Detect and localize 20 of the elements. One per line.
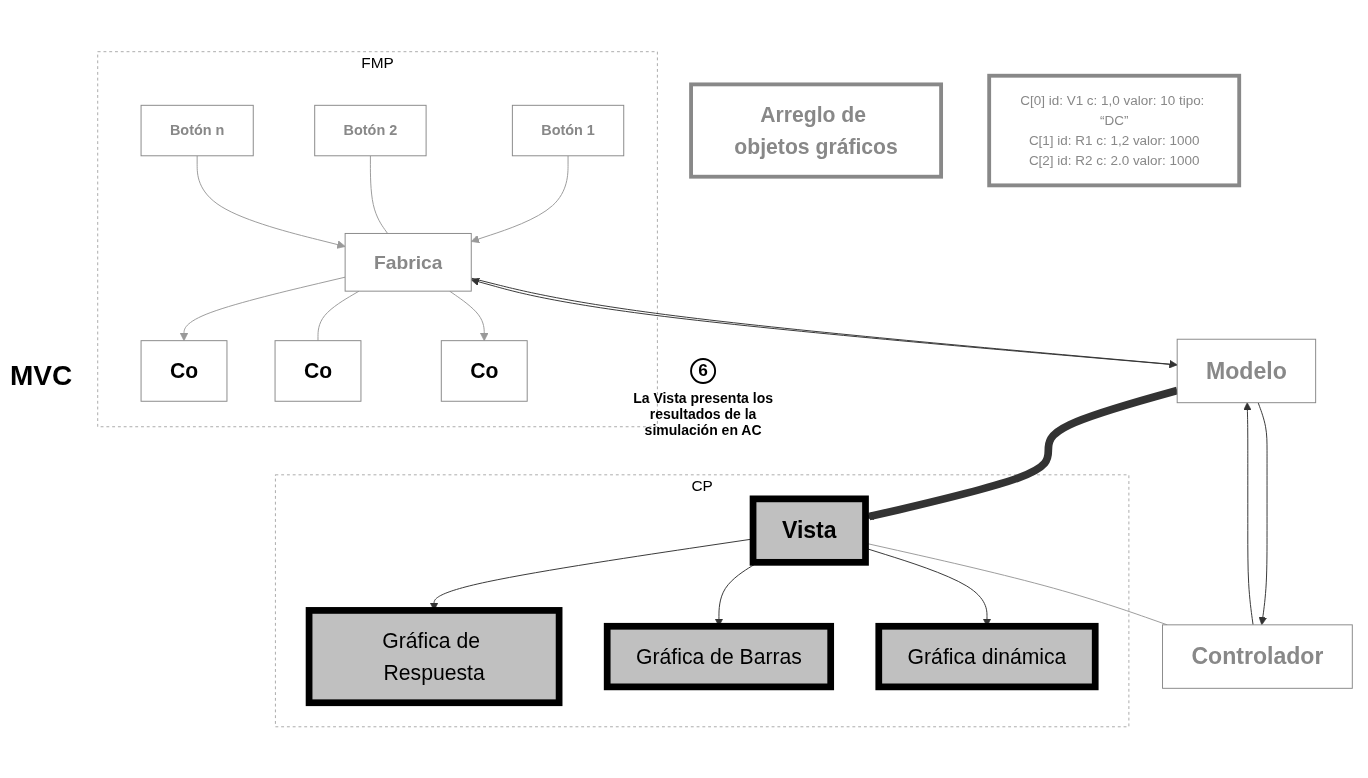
node-box: Controlador — [1162, 624, 1353, 689]
node-box: Co — [274, 339, 362, 402]
node-box: Vista — [749, 495, 869, 566]
node-box: Botón 2 — [314, 104, 427, 157]
node-circle: 6 — [690, 357, 717, 384]
node-box: Fabrica — [344, 232, 472, 292]
node-box: Co — [140, 339, 228, 402]
node-box: Arreglo de objetos gráficos — [689, 82, 943, 179]
node-box: Botón n — [140, 104, 254, 157]
node-box: Co — [440, 339, 528, 402]
node-box: Gráfica de Barras — [603, 622, 835, 690]
connector — [369, 155, 389, 234]
connector — [317, 290, 360, 341]
node-box: Gráfica de Respuesta — [305, 606, 563, 706]
node-box: Botón 1 — [511, 104, 625, 157]
node-box: C[0] id: V1 c: 1,0 valor: 10 tipo: “DC” C[1] id: R1 c: 1,2 valor: 1000 C[2] id: R2 c: 2.0 valor: 1000 — [987, 73, 1242, 188]
diagram-label: MVC — [10, 360, 73, 392]
caption-text: La Vista presenta los resultados de la simulación en AC — [632, 389, 774, 438]
node-box: Gráfica dinámica — [875, 622, 1099, 690]
node-box: Modelo — [1176, 338, 1317, 403]
